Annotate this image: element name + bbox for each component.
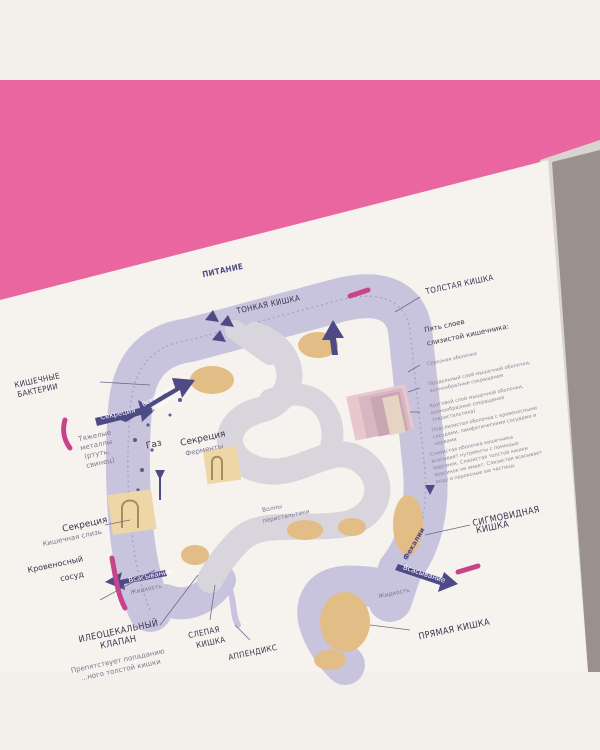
triangle-marker — [205, 310, 219, 322]
feces-mass — [320, 592, 370, 652]
bottom-border — [0, 672, 600, 750]
triangle-marker — [212, 330, 226, 342]
villi-box-enzymes — [202, 445, 242, 485]
feces-mass — [314, 650, 346, 670]
bacteria-dots — [133, 393, 182, 492]
triangle-marker — [220, 315, 234, 327]
vessel-top-right — [347, 287, 371, 299]
blood-vessels — [61, 287, 481, 611]
down-arrow — [425, 485, 435, 495]
small-intestine-loop — [259, 383, 344, 461]
villi-box-mucus — [107, 489, 157, 535]
food-bolus — [190, 366, 234, 394]
sigmoid-colon — [297, 565, 410, 685]
up-arrow — [322, 320, 344, 355]
food-bolus — [338, 518, 366, 536]
gas-arrow — [155, 470, 165, 480]
leader-lines — [99, 296, 471, 641]
top-border — [0, 0, 600, 80]
mucosa-layer-block — [346, 384, 415, 441]
feces-mass — [393, 495, 423, 555]
secretion-arrow — [95, 400, 155, 426]
small-intestine — [197, 322, 391, 593]
food-bolus — [287, 520, 323, 540]
duodenum — [225, 320, 280, 365]
vessel-left-top — [61, 417, 73, 451]
book-cover-edge — [552, 150, 600, 672]
appendix-tube — [225, 582, 241, 628]
vessel-right — [455, 563, 481, 575]
food-bolus — [181, 545, 209, 565]
vessel-left-bottom — [109, 555, 128, 611]
absorption-right-arrow — [395, 564, 458, 592]
